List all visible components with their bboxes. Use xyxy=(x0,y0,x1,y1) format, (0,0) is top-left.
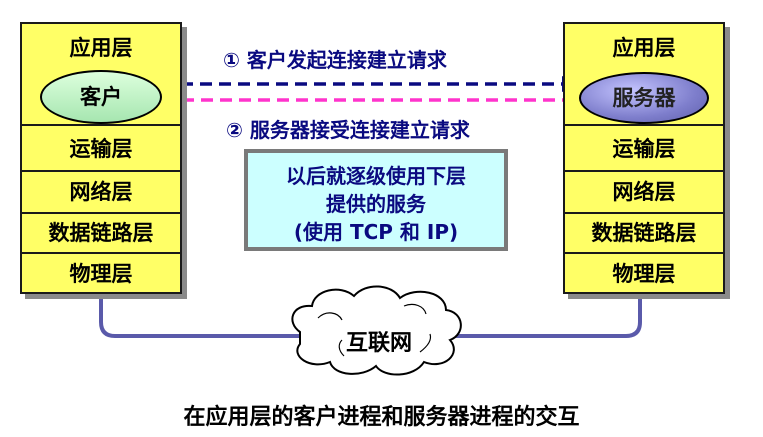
client-process: 客户 xyxy=(40,70,162,124)
figure-caption: 在应用层的客户进程和服务器进程的交互 xyxy=(183,405,580,430)
application-layer-label: 应用层 xyxy=(69,36,133,60)
transport-layer-label: 运输层 xyxy=(69,137,133,161)
internet-cloud-icon xyxy=(291,285,462,376)
layer-divider xyxy=(565,212,723,214)
network-layer-label: 网络层 xyxy=(612,180,676,204)
server-protocol-stack: 应用层 服务器 运输层 网络层 数据链路层 物理层 xyxy=(563,22,725,294)
transport-layer-label: 运输层 xyxy=(612,137,676,161)
network-layer-label: 网络层 xyxy=(69,180,133,204)
layer-divider xyxy=(565,252,723,254)
layer-divider xyxy=(22,170,180,172)
layer-divider xyxy=(565,170,723,172)
layer-divider xyxy=(565,124,723,126)
layer-divider xyxy=(22,252,180,254)
physical-layer-label: 物理层 xyxy=(69,262,133,286)
note-line-3: (使用 TCP 和 IP) xyxy=(293,220,459,244)
layer-divider xyxy=(22,124,180,126)
datalink-layer-label: 数据链路层 xyxy=(591,221,697,245)
note-line-2: 提供的服务 xyxy=(326,192,426,216)
request-label: ① 客户发起连接建立请求 xyxy=(223,48,447,72)
internet-label: 互联网 xyxy=(345,331,412,356)
server-process: 服务器 xyxy=(579,72,709,124)
layer-divider xyxy=(22,212,180,214)
client-protocol-stack: 应用层 客户 运输层 网络层 数据链路层 物理层 xyxy=(20,22,182,294)
datalink-layer-label: 数据链路层 xyxy=(48,221,154,245)
note-line-1: 以后就逐级使用下层 xyxy=(286,164,466,188)
service-note: 以后就逐级使用下层 提供的服务 (使用 TCP 和 IP) xyxy=(244,149,508,251)
physical-layer-label: 物理层 xyxy=(612,262,676,286)
application-layer-label: 应用层 xyxy=(612,36,676,60)
accept-label: ② 服务器接受连接建立请求 xyxy=(226,118,470,142)
network-wire xyxy=(99,296,642,338)
